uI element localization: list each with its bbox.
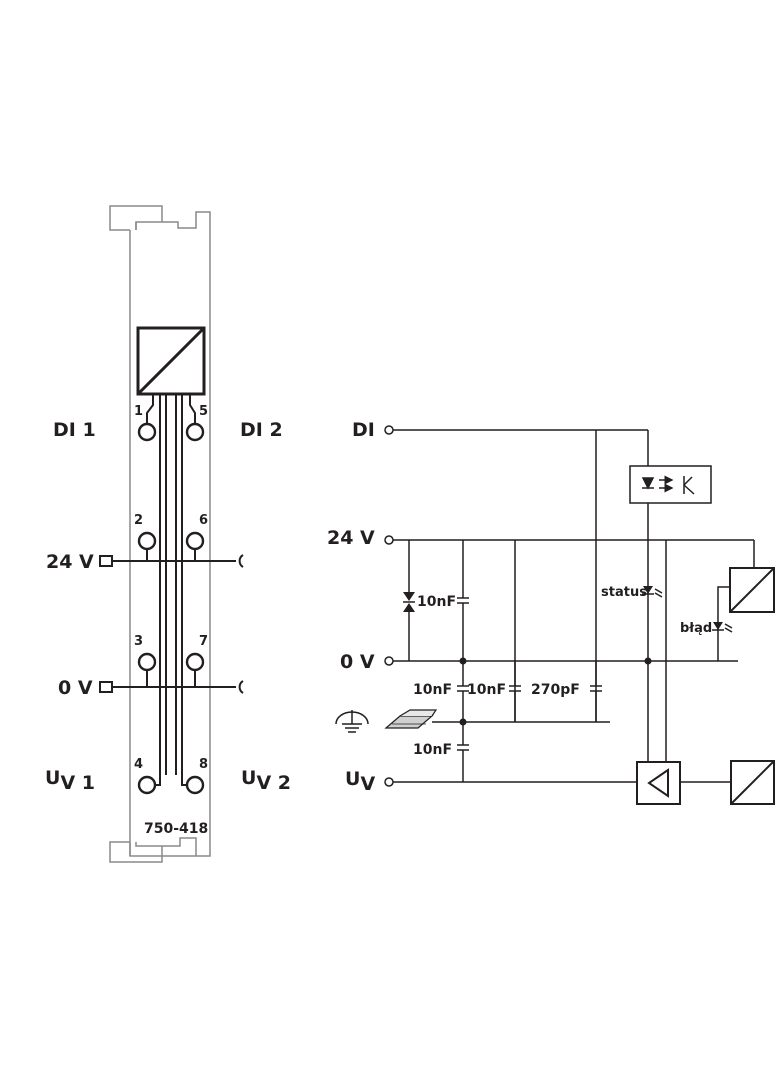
din-rail-icon <box>384 709 438 729</box>
terminals <box>137 422 205 795</box>
optocoupler <box>629 465 712 504</box>
internal-wires <box>146 394 196 786</box>
capacitor-c3 <box>509 661 521 722</box>
isolator-block <box>136 326 206 396</box>
terminal-number-1: 1 <box>134 404 143 419</box>
rail-label-0v: 0 V <box>340 651 375 673</box>
terminal-number-6: 6 <box>199 513 208 528</box>
rail-terminals <box>384 425 394 787</box>
terminal-number-5: 5 <box>199 404 208 419</box>
power-contact-0v <box>99 680 244 694</box>
signal-lines <box>644 503 667 762</box>
capacitor-c4-label: 270pF <box>531 682 580 698</box>
di-path <box>595 430 649 722</box>
capacitor-c5-label: 10nF <box>413 742 452 758</box>
label-0v-module: 0 V <box>58 677 93 699</box>
part-number: 750-418 <box>144 821 208 837</box>
ground-icon <box>335 710 369 733</box>
terminal-number-3: 3 <box>134 634 143 649</box>
tvs-diode <box>403 540 415 661</box>
terminal-number-8: 8 <box>199 757 208 772</box>
rail-label-di: DI <box>352 419 375 441</box>
capacitor-c5 <box>457 722 469 782</box>
rail-label-24v: 24 V <box>327 527 375 549</box>
amplifier <box>636 761 681 805</box>
label-di1: DI 1 <box>53 419 96 441</box>
status-led <box>642 586 663 598</box>
rails <box>393 429 754 783</box>
capacitor-c3-label: 10nF <box>467 682 506 698</box>
dc-dc-converter-lower <box>730 760 775 805</box>
capacitor-c4 <box>590 661 602 722</box>
power-contact-24v <box>99 554 244 568</box>
terminal-number-2: 2 <box>134 513 143 528</box>
status-led-label: status <box>601 585 647 600</box>
dc-dc-converter-upper <box>729 567 775 613</box>
rail-label-uv: UV <box>345 768 375 795</box>
label-uv1: UV 1 <box>45 767 95 794</box>
capacitor-c2-label: 10nF <box>413 682 452 698</box>
module-housing <box>109 205 211 863</box>
label-24v-module: 24 V <box>46 551 94 573</box>
terminal-number-7: 7 <box>199 634 208 649</box>
capacitor-c2 <box>457 661 469 722</box>
capacitor-c1-label: 10nF <box>417 594 456 610</box>
label-di2: DI 2 <box>240 419 283 441</box>
terminal-number-4: 4 <box>134 757 143 772</box>
error-led-path <box>712 540 755 661</box>
capacitor-c1 <box>457 540 469 661</box>
label-uv2: UV 2 <box>241 767 291 794</box>
error-led-label: błąd <box>680 621 712 636</box>
